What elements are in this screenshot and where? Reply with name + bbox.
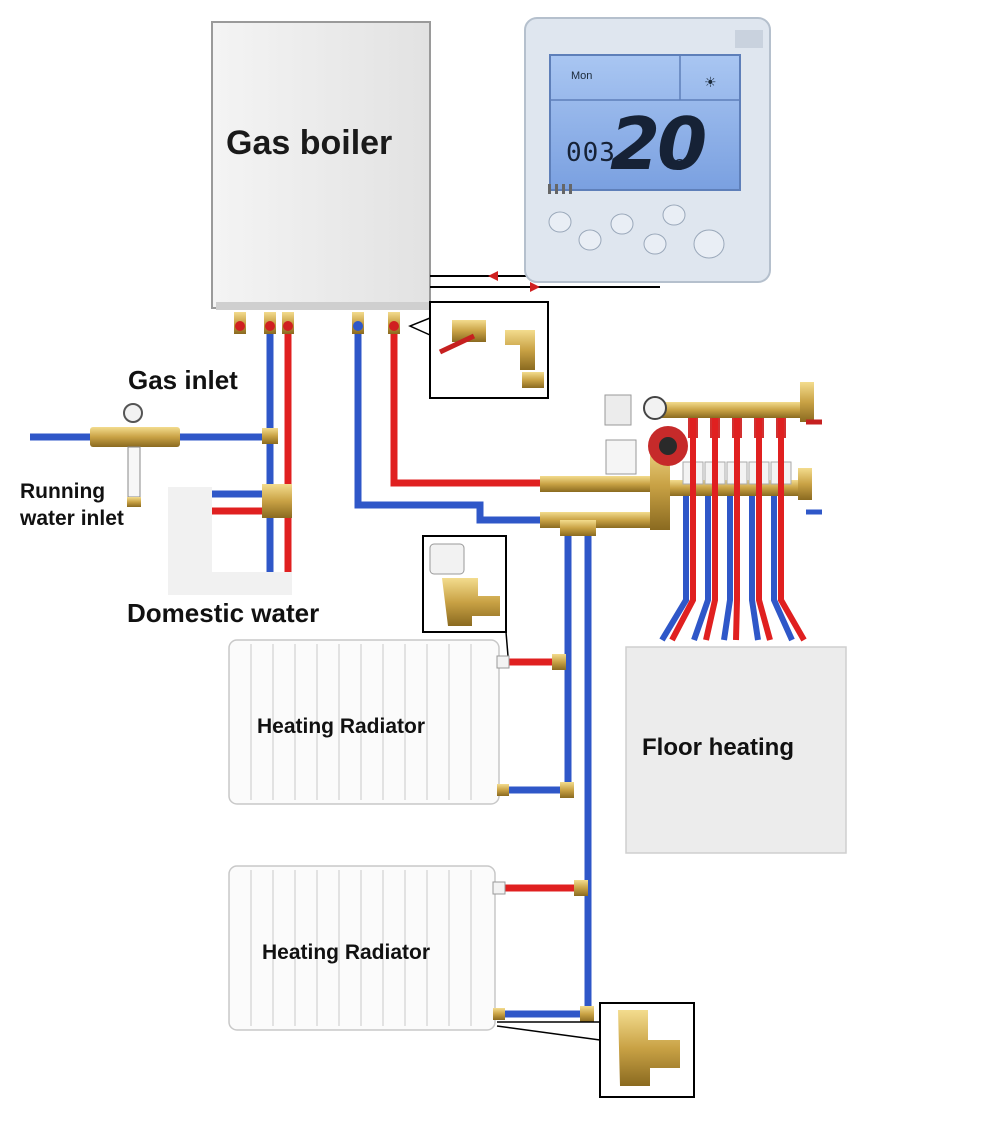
radiator-risers	[505, 520, 596, 1022]
thermostat-unit: °C	[666, 156, 684, 174]
thermostat-temperature: 20	[610, 102, 707, 186]
floor-heating-panel	[625, 646, 847, 854]
actuator-valve-inset	[422, 535, 509, 657]
domestic-water-label: Domestic water	[127, 598, 320, 628]
running-water-line	[30, 403, 268, 507]
thermostat-time: 003	[566, 138, 616, 168]
boiler-outlet-valves	[234, 312, 400, 334]
radiator-2-label: Heating Radiator	[262, 941, 431, 964]
domestic-water-panel	[168, 487, 292, 595]
valve-inset	[408, 301, 549, 399]
thermostat-day: Mon	[571, 70, 593, 82]
lockshield-valve-inset	[496, 1002, 695, 1098]
floor-heating-pipes	[659, 418, 807, 642]
radiator-2	[228, 865, 506, 1031]
sun-icon: ☀	[704, 74, 717, 90]
thermostat-buttons	[548, 204, 725, 259]
boiler-supply-pipes	[212, 334, 292, 572]
boiler-label: Gas boiler	[226, 124, 393, 162]
manifold	[540, 382, 822, 530]
thermostat	[524, 17, 771, 283]
heating-circuit-pipes	[354, 334, 540, 524]
gas-inlet-label: Gas inlet	[128, 365, 238, 395]
thermostat-bars	[548, 184, 572, 194]
floor-heating-label: Floor heating	[642, 734, 794, 761]
running-water-label: Running water inlet	[20, 480, 124, 530]
gas-boiler	[211, 21, 431, 310]
radiator-1-label: Heating Radiator	[257, 715, 426, 738]
radiator-1	[228, 639, 510, 805]
